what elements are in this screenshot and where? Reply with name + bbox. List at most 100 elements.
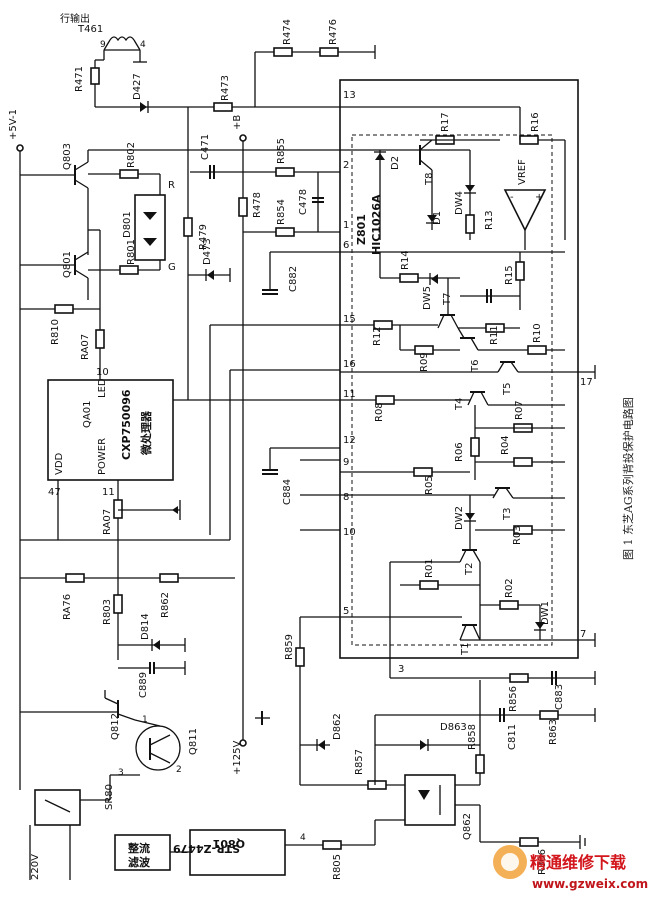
svg-text:VREF: VREF [517, 159, 528, 185]
svg-text:T1: T1 [460, 643, 471, 656]
svg-text:POWER: POWER [97, 438, 108, 475]
svg-text:1: 1 [343, 220, 349, 231]
resistor-r863: R863 [539, 710, 559, 745]
svg-text:R11: R11 [489, 325, 500, 345]
transistor-t5: T5 [340, 361, 596, 396]
resistor-r478: R478 [238, 192, 263, 218]
resistor-r13: R13 [465, 210, 495, 234]
svg-text:R476: R476 [328, 19, 339, 45]
svg-text:R810: R810 [50, 319, 61, 345]
svg-text:C882: C882 [288, 266, 299, 292]
svg-text:17: 17 [580, 377, 593, 388]
svg-text:2: 2 [176, 765, 182, 775]
svg-text:R05: R05 [424, 475, 435, 495]
svg-text:6: 6 [343, 240, 349, 251]
svg-text:R805: R805 [332, 854, 343, 880]
svg-text:VDD: VDD [54, 452, 65, 475]
svg-text:整流: 整流 [127, 841, 150, 855]
resistor-r856: R856 C883 [390, 671, 596, 712]
svg-text:2: 2 [343, 160, 349, 171]
svg-text:D1: D1 [432, 211, 443, 225]
relay-sr80: SR80 [34, 774, 140, 826]
resistor-r14: R14 [379, 250, 460, 283]
svg-text:行输出: 行输出 [60, 12, 90, 25]
svg-text:R15: R15 [504, 265, 515, 285]
svg-text:T4: T4 [454, 398, 465, 411]
svg-text:5: 5 [343, 606, 349, 617]
svg-text:C884: C884 [282, 479, 293, 505]
flyback-transformer: 行输出 T461 9 4 [60, 12, 147, 63]
svg-text:47: 47 [48, 487, 61, 498]
optocoupler-q862: Q862 [404, 774, 520, 843]
led-d801: D801 R G [122, 180, 176, 273]
svg-text:R09: R09 [419, 352, 430, 372]
svg-text:HIC1026A: HIC1026A [370, 194, 383, 255]
transistor-q811: Q811 1 3 2 [118, 715, 199, 778]
comparator-vref: - + VREF [503, 159, 547, 250]
svg-text:7: 7 [580, 629, 586, 640]
svg-text:Q812: Q812 [110, 713, 121, 740]
diode-dw2: DW2 [454, 495, 476, 550]
diode-d2: D2 [374, 150, 401, 240]
svg-text:R857: R857 [354, 749, 365, 775]
svg-text:R02: R02 [504, 578, 515, 598]
svg-text:+B: +B [232, 115, 243, 130]
svg-text:RA76: RA76 [62, 594, 73, 620]
resistor-r07: R07 [475, 400, 565, 433]
svg-text:R16: R16 [530, 112, 541, 132]
svg-text:C811: C811 [507, 724, 518, 750]
svg-text:R806: R806 [537, 849, 548, 875]
svg-text:www.gzweix.com: www.gzweix.com [532, 877, 648, 891]
svg-text:R14: R14 [400, 250, 411, 270]
svg-text:QA01: QA01 [82, 401, 93, 428]
resistor-ra07-led: RA07 [80, 329, 105, 360]
resistor-r805: R805 [322, 819, 410, 880]
svg-text:D2: D2 [390, 156, 401, 170]
cap-c811: C811 [375, 708, 596, 750]
svg-text:D473: D473 [202, 238, 213, 265]
svg-text:+: + [535, 192, 543, 203]
resistor-r479: R479 [183, 107, 209, 400]
svg-text:C471: C471 [200, 134, 211, 160]
svg-text:精通维修下载: 精通维修下载 [530, 853, 626, 872]
svg-text:R802: R802 [126, 142, 137, 168]
svg-text:220V: 220V [30, 854, 41, 880]
ac-input: 220V [29, 825, 71, 880]
svg-text:Q811: Q811 [188, 728, 199, 755]
svg-text:Q862: Q862 [462, 813, 473, 840]
rail-125v: +125V [232, 680, 270, 775]
svg-text:D814: D814 [140, 613, 151, 640]
svg-text:T461: T461 [77, 24, 103, 35]
svg-text:T2: T2 [464, 563, 475, 576]
svg-text:D801: D801 [122, 211, 133, 238]
resistor-r854: R854 [243, 199, 340, 237]
svg-text:R855: R855 [276, 138, 287, 164]
svg-text:R12: R12 [372, 326, 383, 346]
cap-c884: C884 [262, 447, 340, 505]
svg-text:15: 15 [343, 314, 356, 325]
resistor-r15: R15 [504, 252, 525, 310]
svg-text:11: 11 [343, 389, 356, 400]
svg-text:C889: C889 [138, 672, 149, 698]
svg-text:R04: R04 [500, 435, 511, 455]
resistor-r08: R08 [340, 395, 470, 422]
svg-text:D863: D863 [440, 722, 467, 733]
svg-text:+125V: +125V [232, 741, 243, 775]
svg-text:3: 3 [118, 768, 124, 778]
diode-dw1: DW1 [534, 601, 551, 640]
svg-text:T8: T8 [424, 173, 435, 186]
resistor-r09: R09 [399, 325, 460, 372]
svg-text:R17: R17 [440, 112, 451, 132]
transistor-t4: T4 [454, 391, 565, 411]
svg-text:11: 11 [102, 487, 115, 498]
svg-text:RA07: RA07 [102, 509, 113, 535]
svg-text:R859: R859 [284, 634, 295, 660]
transistor-t2: T2 [389, 549, 481, 678]
resistor-r474: R474 R476 [254, 19, 376, 107]
resistor-r806: R806 [519, 835, 586, 875]
svg-text:RA07: RA07 [80, 334, 91, 360]
svg-text:R10: R10 [532, 323, 543, 343]
svg-text:LED: LED [97, 378, 108, 398]
transistor-t7: T7 [437, 278, 459, 329]
svg-text:R471: R471 [74, 66, 85, 92]
